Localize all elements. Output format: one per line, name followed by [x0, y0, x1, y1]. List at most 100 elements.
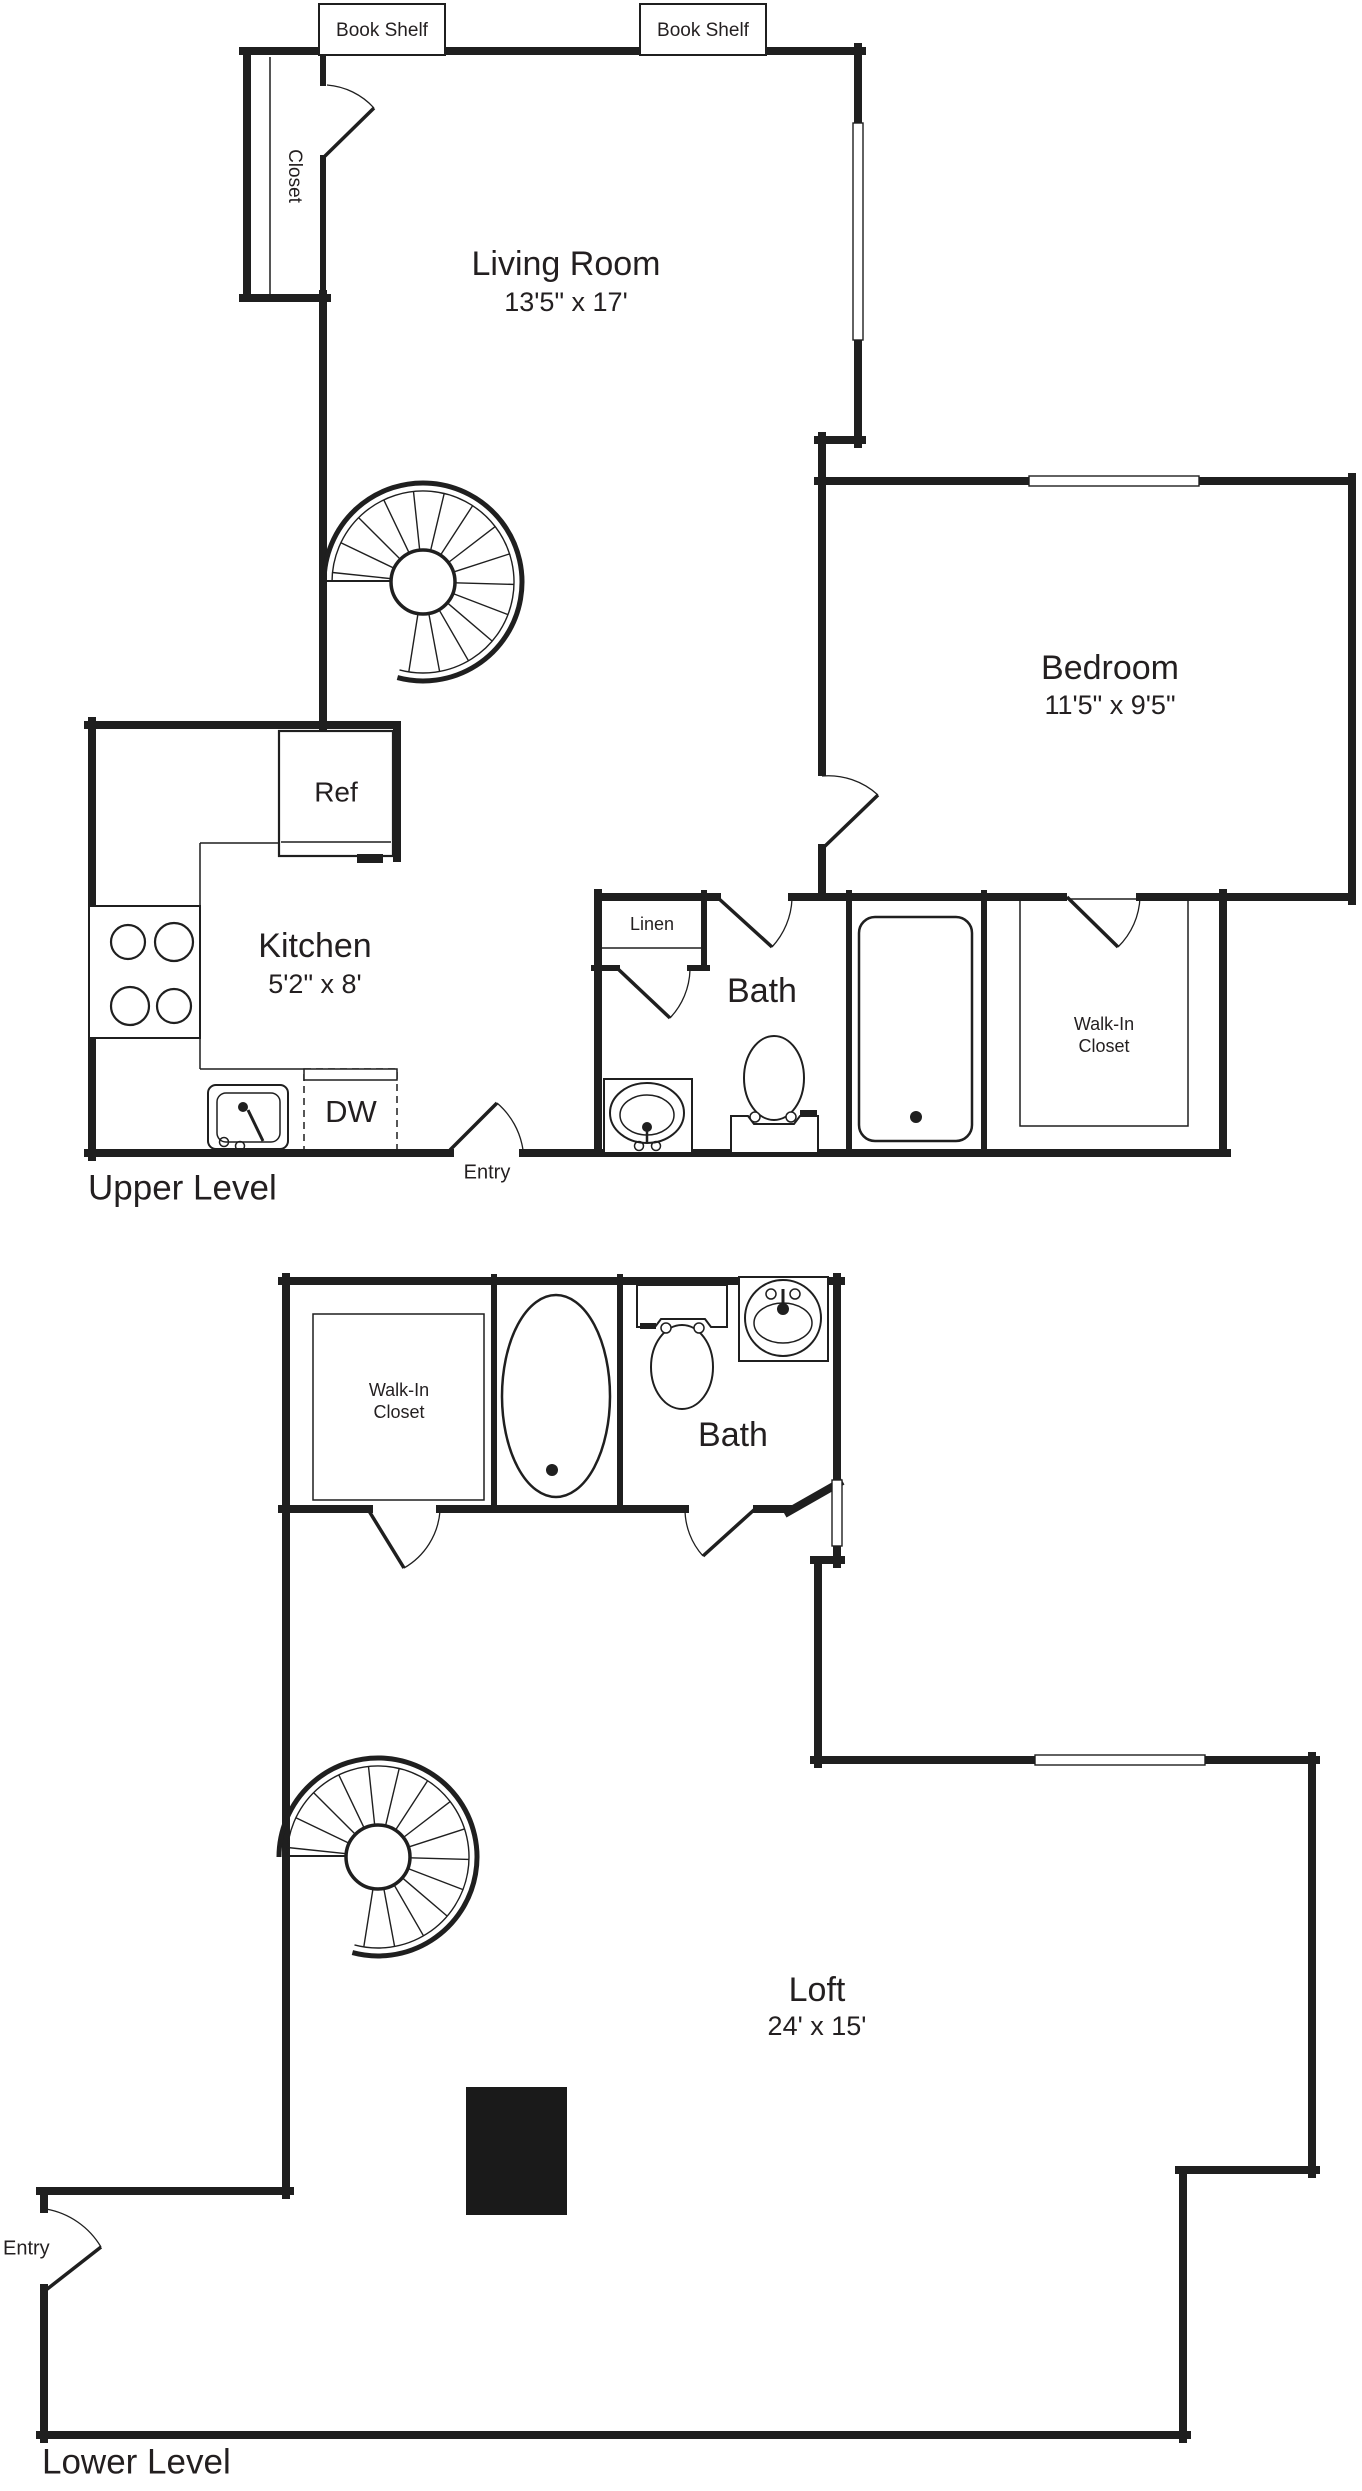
drain: [910, 1111, 922, 1123]
closet-door-arc: [326, 84, 375, 109]
burner: [109, 923, 147, 961]
linen-door-leaf: [615, 966, 672, 1020]
toilet-tank: [636, 1284, 728, 1328]
lower-walls: [36, 1273, 1320, 2443]
stair-tread: [409, 1857, 470, 1861]
walkin-closet-label-2: Closet: [373, 1402, 424, 1422]
stair-tread: [358, 517, 401, 560]
stair-tread: [408, 613, 419, 673]
linen-door-arc: [669, 969, 691, 1019]
stair-tread: [367, 1766, 376, 1826]
refrigerator: [277, 729, 395, 863]
stair-tread: [313, 1792, 356, 1835]
spiral-staircase: [321, 480, 525, 684]
window: [1028, 475, 1200, 487]
window: [1034, 1754, 1206, 1766]
toilet-tank: [730, 1115, 819, 1154]
stair-tread: [383, 499, 410, 554]
closet-label: Closet: [284, 149, 305, 204]
kitchen-dims: 5'2" x 8': [268, 969, 361, 999]
living-room-label: Living Room: [472, 245, 661, 283]
burner: [155, 987, 193, 1025]
loft-label: Loft: [789, 1971, 846, 2009]
bedroom-door-leaf: [821, 793, 880, 850]
bedroom-dims: 11'5" x 9'5": [1044, 690, 1175, 720]
bath-door-leaf: [701, 1507, 757, 1558]
stair-tread: [363, 1888, 374, 1948]
bath-door-arc: [771, 898, 793, 948]
closet-door-leaf: [321, 106, 376, 160]
spiral-staircase: [276, 1755, 480, 1959]
stair-tread: [454, 582, 515, 586]
entry-label: Entry: [464, 1161, 511, 1183]
stair-tread: [429, 493, 445, 552]
stair-tread: [338, 1774, 365, 1829]
toilet: [636, 1284, 728, 1410]
dw-label: DW: [325, 1094, 377, 1129]
burner: [109, 985, 151, 1027]
kitchen-sink: [207, 1084, 289, 1152]
bath-door-arc: [684, 1508, 704, 1557]
stair-tread: [439, 505, 474, 556]
entry-label: Entry: [3, 2237, 50, 2259]
burner: [153, 921, 195, 963]
drain: [546, 1464, 558, 1476]
walkin-closet-inner: [1019, 898, 1189, 1127]
entry-door-arc: [496, 1102, 524, 1151]
stair-tread: [384, 1768, 400, 1827]
entry-door-leaf: [448, 1101, 499, 1152]
lower-level-labels: Walk-In Closet Bath Loft 24' x 15' Entry…: [3, 1380, 866, 2482]
stair-tread: [394, 1780, 429, 1831]
walkin-door-leaf: [1065, 895, 1120, 949]
stair-tread: [428, 613, 441, 672]
upper-level: [84, 3, 1356, 1161]
stove: [88, 905, 201, 1039]
stair-tread: [383, 1888, 396, 1947]
walkin-closet-label-1: Walk-In: [369, 1380, 429, 1400]
faucet: [246, 1109, 265, 1142]
bath-door-leaf: [715, 895, 774, 949]
stair-tread: [412, 491, 421, 551]
stair-tread: [332, 571, 392, 580]
stair-tread: [446, 602, 493, 642]
bathtub: [857, 915, 974, 1143]
ref-label: Ref: [314, 776, 358, 807]
lower-level-title: Lower Level: [42, 2442, 231, 2481]
stair-tread: [453, 553, 510, 573]
fireplace: [466, 2087, 567, 2215]
stair-tread: [402, 1801, 451, 1839]
walkin-door-leaf: [367, 1510, 406, 1569]
linen-label: Linen: [630, 914, 674, 934]
stair-tread: [340, 542, 395, 569]
bathtub: [500, 1293, 612, 1499]
stair-tread: [438, 609, 470, 662]
bedroom-label: Bedroom: [1041, 649, 1179, 687]
lower-level: [36, 1273, 1320, 2443]
loft-dims: 24' x 15': [768, 2011, 867, 2041]
bedroom-door-arc: [821, 775, 879, 796]
walkin-door-arc: [403, 1510, 441, 1569]
walkin-closet-label-1: Walk-In: [1074, 1014, 1134, 1034]
stair-tread: [287, 1846, 347, 1855]
book-shelf-box-right: [639, 3, 767, 56]
kitchen-label: Kitchen: [258, 927, 371, 965]
book-shelf-box-left: [318, 3, 446, 56]
bath-label: Bath: [698, 1416, 768, 1454]
entry-door-arc: [45, 2208, 102, 2248]
refrigerator-handle: [357, 854, 383, 863]
upper-level-labels: Book Shelf Book Shelf Closet Living Room…: [88, 20, 1179, 1207]
window: [852, 122, 864, 341]
stair-tread: [452, 592, 509, 616]
window: [831, 1479, 843, 1547]
toilet-bowl: [650, 1324, 714, 1410]
living-room-dims: 13'5" x 17': [504, 287, 627, 317]
stair-center-post: [344, 1823, 412, 1891]
linen-closet-box: [600, 896, 705, 949]
stair-tread: [447, 526, 496, 564]
stair-tread: [408, 1828, 465, 1848]
bath-label: Bath: [727, 972, 797, 1010]
wall-bath-diagonal: [782, 1477, 845, 1518]
book-shelf-label: Book Shelf: [336, 20, 429, 41]
